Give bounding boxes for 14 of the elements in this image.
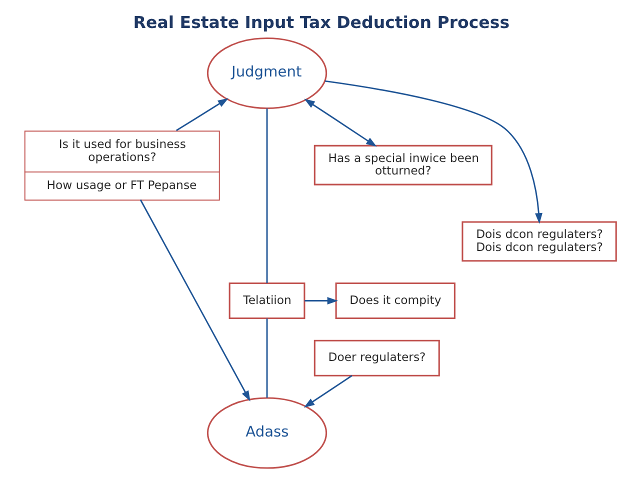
- node-box: Does it compity: [334, 282, 455, 320]
- arrow: [324, 80, 542, 224]
- node-box: Telatiion: [228, 282, 305, 320]
- arrow: [304, 297, 338, 305]
- connector: [266, 108, 268, 284]
- arrow: [139, 199, 250, 402]
- arrow: [175, 98, 228, 132]
- connector: [266, 318, 268, 398]
- node-box: Dois dcon regulaters? Dois dcon regulaters?: [461, 221, 616, 262]
- arrow: [303, 375, 352, 408]
- node-box: Has a special inwice been otturned?: [313, 144, 492, 186]
- arrow: [304, 98, 376, 147]
- node-box: Doer regulaters?: [313, 340, 440, 376]
- diagram-title: Real Estate Input Tax Deduction Process: [132, 13, 510, 32]
